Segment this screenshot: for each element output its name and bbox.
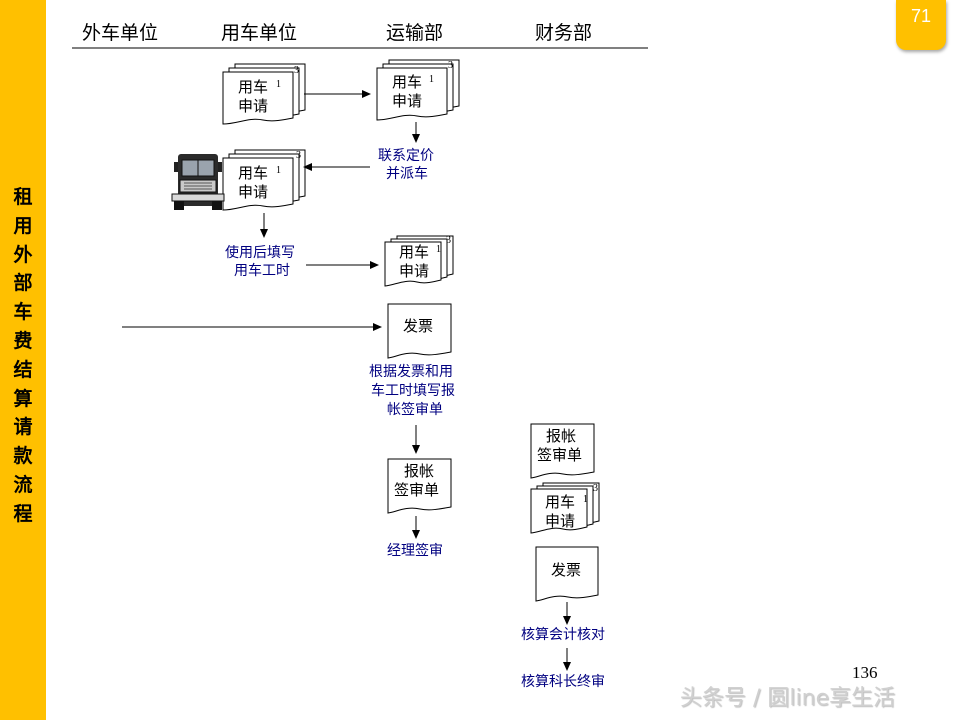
invoice-label: 发票 — [551, 561, 582, 579]
watermark: 头条号 / 圆line享生活 — [680, 686, 896, 711]
step-fill-expense-form-line3: 帐签审单 — [387, 402, 443, 418]
expense-form-doc-transport — [387, 458, 452, 514]
page-badge-number: 71 — [910, 6, 932, 26]
copy-index: 1 — [583, 494, 588, 505]
expense-form-label-line1: 报帐 — [404, 462, 435, 480]
step-contact-dispatch-line1: 联系定价 — [378, 148, 434, 164]
copy-count: 3 — [296, 150, 301, 161]
invoice-label: 发票 — [403, 317, 434, 335]
expense-form-label-line2: 签审单 — [537, 446, 583, 464]
expense-form-doc-finance — [530, 423, 595, 479]
sidebar — [0, 0, 46, 720]
step-contact-dispatch-line2: 并派车 — [386, 166, 428, 182]
header-transport-dept: 运输部 — [386, 22, 444, 44]
doc-label-line1: 用车 — [238, 164, 269, 182]
copy-count: 3 — [448, 60, 453, 71]
step-fill-expense-form-line2: 车工时填写报 — [371, 383, 455, 399]
doc-label-line2: 申请 — [392, 92, 423, 110]
invoice-doc-finance — [535, 546, 599, 602]
step-fill-hours-line2: 用车工时 — [234, 263, 290, 279]
doc-label-line2: 申请 — [545, 512, 576, 530]
sidebar-title-char: 车 — [13, 301, 33, 324]
step-fill-expense-form-line1: 根据发票和用 — [369, 364, 453, 380]
copy-count: 3 — [593, 483, 598, 494]
page-badge: 71 — [896, 0, 946, 50]
copy-index: 1 — [276, 165, 281, 176]
step-fill-hours-line1: 使用后填写 — [225, 245, 295, 261]
truck-icon — [171, 154, 225, 210]
step-section-chief-review: 核算科长终审 — [521, 674, 605, 690]
copy-count: 3 — [294, 65, 299, 76]
header-finance-dept: 财务部 — [535, 22, 593, 44]
expense-form-label-line1: 报帐 — [546, 427, 577, 445]
doc-label-line2: 申请 — [399, 262, 430, 280]
copy-count: 3 — [446, 235, 451, 246]
expense-form-label-line2: 签审单 — [394, 481, 440, 499]
sidebar-title-char: 程 — [13, 502, 33, 525]
sidebar-title-char: 用 — [13, 214, 33, 237]
copy-index: 1 — [436, 244, 441, 255]
sidebar-title-char: 请 — [13, 416, 33, 439]
doc-label-line2: 申请 — [238, 183, 269, 201]
header-using-unit: 用车单位 — [221, 22, 298, 44]
sidebar-title-char: 流 — [13, 473, 33, 496]
sidebar-title-char: 结 — [13, 358, 33, 381]
step-manager-sign: 经理签审 — [387, 543, 443, 559]
sidebar-title-char: 费 — [13, 329, 33, 352]
doc-label-line1: 用车 — [238, 78, 269, 96]
sidebar-title-char: 算 — [13, 387, 33, 410]
doc-label-line2: 申请 — [238, 97, 269, 115]
slide-number: 136 — [852, 663, 878, 682]
sidebar-title-char: 外 — [13, 243, 33, 266]
header-external-unit: 外车单位 — [82, 22, 159, 44]
sidebar-title-char: 款 — [13, 445, 33, 468]
step-accounting-check: 核算会计核对 — [521, 627, 605, 643]
copy-index: 1 — [276, 79, 281, 90]
sidebar-title: 租 用 外 部 车 费 结 算 请 款 流 程 — [0, 183, 46, 529]
copy-index: 1 — [429, 74, 434, 85]
invoice-doc-transport — [387, 303, 452, 359]
doc-label-line1: 用车 — [545, 493, 576, 511]
sidebar-title-char: 租 — [13, 186, 33, 208]
doc-label-line1: 用车 — [392, 73, 423, 91]
sidebar-title-char: 部 — [13, 272, 33, 295]
doc-label-line1: 用车 — [399, 243, 430, 261]
